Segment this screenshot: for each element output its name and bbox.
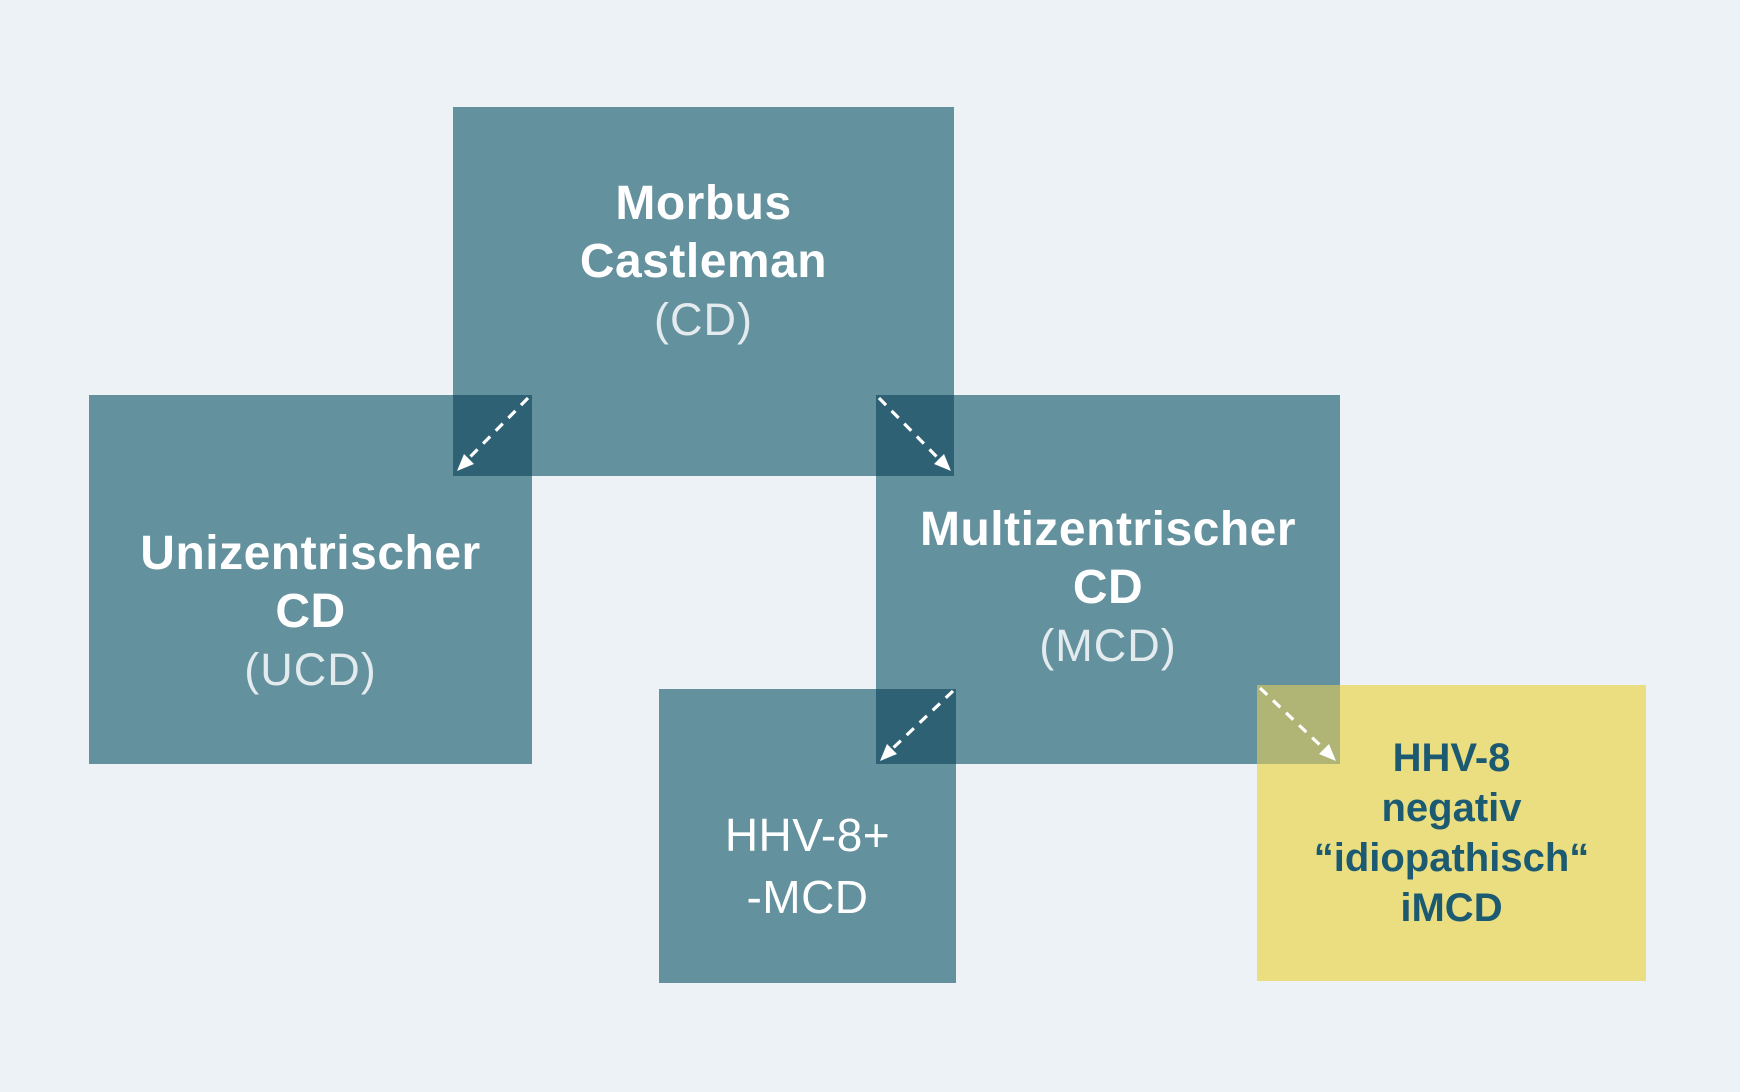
overlap-cd-mcd [876,395,954,476]
title-line: Multizentrischer [919,502,1297,556]
box-morbus-castleman-text: Morbus Castleman (CD) [580,175,827,349]
title-line: negativ [1381,786,1522,830]
title-line: Castleman [579,234,828,288]
box-hhv8-positive-mcd-text: HHV-8+ -MCD [725,804,890,928]
title-line: Morbus [615,176,792,230]
title-line: iMCD [1400,886,1503,930]
box-hhv8-negative-imcd-text: HHV-8 negativ “idiopathisch“ iMCD [1314,733,1590,933]
box-unizentrischer-cd: Unizentrischer CD (UCD) [89,395,532,764]
overlap-mcd-imcd [1257,685,1340,764]
title-line: CD [275,584,346,638]
title-line: “idiopathisch“ [1313,836,1590,880]
overlap-mcd-hhv8 [876,689,956,764]
box-unizentrischer-cd-text: Unizentrischer CD (UCD) [140,525,480,699]
overlap-cd-ucd [453,395,532,476]
box-morbus-castleman: Morbus Castleman (CD) [453,107,954,476]
title-line: HHV-8+ [724,809,891,861]
title-line: Unizentrischer [140,526,481,580]
abbreviation-line: (UCD) [244,643,377,695]
title-line: HHV-8 [1392,736,1511,780]
abbreviation-line: (MCD) [1039,619,1177,671]
title-line: -MCD [746,871,869,923]
abbreviation-line: (CD) [654,293,753,345]
box-multizentrischer-cd-text: Multizentrischer CD (MCD) [920,501,1296,675]
title-line: CD [1072,560,1144,614]
